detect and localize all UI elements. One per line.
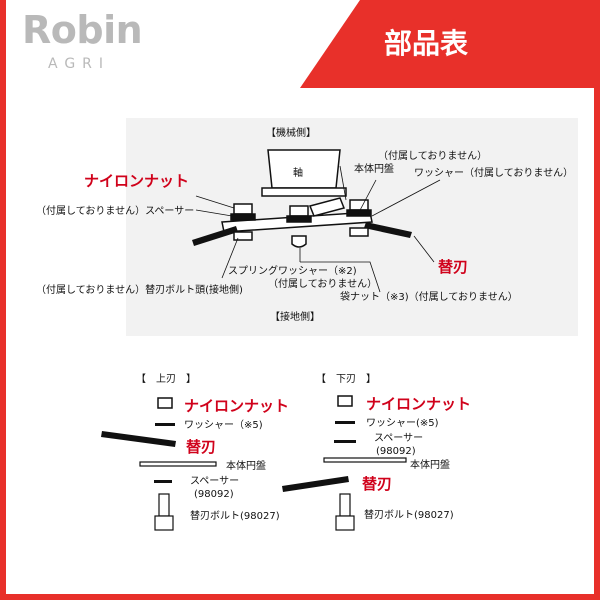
upper-bolt-label: 替刃ボルト(98027)	[190, 511, 280, 522]
lower-washer-shape	[335, 421, 355, 424]
lower-nylon-nut-shape	[337, 395, 353, 407]
lower-spacer-label: スペーサー	[374, 433, 424, 444]
lower-blade-label: 替刃	[362, 475, 393, 493]
upper-blade-title: 【 上刃 】	[136, 374, 196, 385]
upper-disc-shape	[139, 461, 217, 467]
upper-blade-shape	[101, 431, 176, 447]
upper-nylon-nut-label: ナイロンナット	[184, 397, 290, 415]
blade-left-top	[192, 226, 238, 246]
lower-spacer-shape	[334, 440, 356, 443]
upper-washer-label: ワッシャー（※5)	[184, 420, 263, 431]
lower-disc-shape	[323, 457, 407, 463]
replacement-blade-label-top: 替刃	[438, 258, 469, 276]
lower-disc-label: 本体円盤	[410, 460, 450, 471]
lower-spacer-code: (98092)	[376, 446, 416, 457]
leader-lines-top	[195, 165, 441, 293]
lower-blade-shape	[282, 476, 349, 492]
ground-side-label: 【接地側】	[270, 312, 320, 323]
lower-blade-title: 【 下刃 】	[316, 374, 376, 385]
washer-label-top: ワッシャー（付属しておりません）	[414, 168, 574, 179]
nylon-nut-label-top: ナイロンナット	[84, 172, 190, 190]
top-diagram-panel	[126, 118, 578, 336]
machine-side-label: 【機械側】	[266, 128, 316, 139]
bolt-head-label: （付属しておりません）替刃ボルト頭(接地側)	[36, 285, 243, 296]
lower-nylon-nut-label: ナイロンナット	[366, 395, 472, 413]
upper-spacer-code: (98092)	[194, 489, 234, 500]
shaft-label: 軸	[293, 168, 303, 179]
lower-washer-label: ワッシャー(※5)	[366, 418, 439, 429]
logo-word: Robin	[22, 8, 143, 52]
upper-disc-label: 本体円盤	[226, 461, 266, 472]
not-included-label-spring: （付属しておりません）	[268, 279, 378, 290]
blade-right-top	[364, 222, 412, 238]
lower-bolt-label: 替刃ボルト(98027)	[364, 510, 454, 521]
bag-nut-label: 袋ナット（※3)（付属しておりません）	[340, 292, 518, 303]
header: Robin AGRI 部品表	[0, 0, 600, 88]
upper-nylon-nut-shape	[157, 397, 173, 409]
upper-bolt-shape	[154, 493, 174, 531]
upper-blade-label: 替刃	[186, 438, 217, 456]
nut-center-top	[286, 205, 312, 248]
not-included-label-top: （付属しておりません）	[378, 151, 488, 162]
body-disc-label-top: 本体円盤	[354, 164, 394, 175]
logo-subtitle: AGRI	[48, 56, 111, 72]
upper-spacer-shape	[154, 480, 172, 483]
upper-washer-shape	[155, 423, 175, 426]
nut-left-top	[230, 203, 256, 241]
lower-blade-parts	[282, 395, 407, 531]
shaft-housing	[261, 149, 347, 197]
upper-blade-parts	[101, 397, 217, 531]
spacer-label-top: （付属しておりません）スペーサー	[36, 206, 195, 217]
page-title: 部品表	[384, 27, 469, 60]
title-banner: 部品表	[300, 0, 600, 88]
banner-slant	[300, 0, 362, 88]
spring-washer-label: スプリングワッシャー（※2)	[228, 266, 357, 277]
robin-agri-logo: Robin AGRI	[22, 8, 152, 88]
upper-spacer-label: スペーサー	[190, 476, 240, 487]
nut-right-top	[346, 199, 372, 237]
lower-bolt-shape	[335, 493, 355, 531]
